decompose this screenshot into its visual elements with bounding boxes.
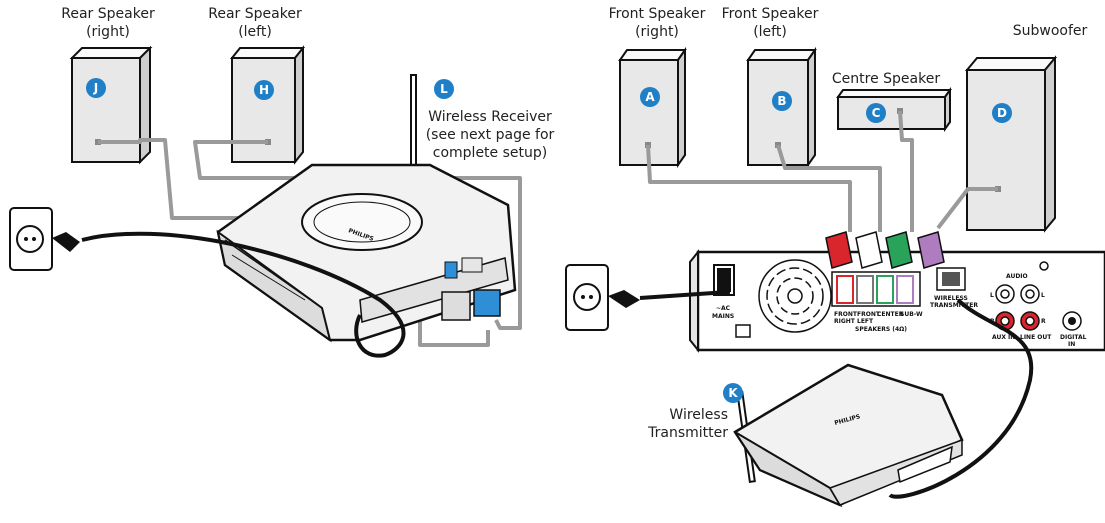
subwoofer bbox=[964, 55, 1058, 233]
ac-mains-label: ~AC bbox=[716, 305, 731, 312]
wireless-transmitter-label-line1: Wireless bbox=[669, 407, 728, 423]
transmitter-cable bbox=[888, 298, 1034, 499]
front-left-wire bbox=[776, 144, 882, 232]
front-speaker-left-label-line2: (left) bbox=[753, 24, 787, 40]
centre-speaker-label: Centre Speaker bbox=[831, 71, 941, 87]
badge-a-text: A bbox=[645, 90, 655, 104]
wall-socket-left bbox=[9, 207, 80, 271]
rear-speaker-right-label-line1: Rear Speaker bbox=[61, 6, 155, 22]
front-speaker-right bbox=[618, 46, 687, 169]
center-terminal-label: CENTER bbox=[877, 311, 904, 318]
wireless-port-label: WIRELESS bbox=[934, 295, 968, 302]
audio-l-label-left: L bbox=[990, 292, 994, 299]
rear-speaker-left-label-line2: (left) bbox=[238, 24, 272, 40]
wall-socket-right bbox=[565, 264, 640, 331]
audio-r-label-left: R bbox=[990, 318, 995, 325]
rear-speaker-right bbox=[69, 45, 153, 165]
sub-w-terminal-label: SUB-W bbox=[900, 311, 923, 318]
front-speaker-right-label: Front Speaker (right) bbox=[607, 5, 707, 41]
power-cable-right bbox=[639, 285, 730, 300]
rear-speaker-right-label: Rear Speaker (right) bbox=[58, 5, 158, 41]
wireless-transmitter-label: Wireless Transmitter bbox=[640, 406, 728, 442]
rear-speaker-left-label-line1: Rear Speaker bbox=[208, 6, 302, 22]
badge-l-text: L bbox=[440, 82, 448, 96]
subwoofer-wire bbox=[936, 187, 998, 230]
speaker-plugs bbox=[825, 231, 945, 269]
badge-j-text: J bbox=[93, 81, 98, 95]
rear-speaker-left-label: Rear Speaker (left) bbox=[205, 5, 305, 41]
ac-mains-label-2: MAINS bbox=[712, 313, 734, 320]
main-unit-back-panel bbox=[689, 249, 1105, 353]
front-left-terminal-label-2: LEFT bbox=[857, 318, 874, 325]
front-speaker-right-label-line1: Front Speaker bbox=[608, 6, 706, 22]
rear-speaker-left bbox=[229, 45, 306, 165]
rear-left-wire bbox=[193, 140, 522, 330]
front-left-terminal-label: FRONT bbox=[857, 311, 881, 318]
digital-in-label: DIGITAL bbox=[1060, 334, 1087, 341]
wireless-receiver-label-line1: Wireless Receiver bbox=[428, 109, 552, 125]
wireless-receiver-label-line3: complete setup) bbox=[432, 145, 548, 161]
power-cable-left bbox=[81, 231, 406, 358]
badge-k: K bbox=[723, 383, 743, 403]
line-out-label: LINE OUT bbox=[1020, 334, 1052, 341]
front-speaker-left-label: Front Speaker (left) bbox=[720, 5, 820, 41]
badge-c: C bbox=[866, 103, 886, 123]
badge-h: H bbox=[254, 80, 274, 100]
badge-c-text: C bbox=[872, 106, 881, 120]
badge-d-text: D bbox=[997, 106, 1007, 120]
audio-l-label: L bbox=[1041, 292, 1045, 299]
wireless-receiver-label-line2: (see next page for bbox=[425, 127, 555, 143]
badge-h-text: H bbox=[259, 83, 269, 97]
badge-b-text: B bbox=[777, 94, 786, 108]
centre-wire bbox=[898, 110, 914, 232]
wireless-receiver-label: Wireless Receiver (see next page for com… bbox=[420, 108, 560, 162]
wireless-transmitter-label-line2: Transmitter bbox=[648, 425, 728, 441]
speakers-label: SPEAKERS (4Ω) bbox=[855, 326, 907, 333]
badge-j: J bbox=[86, 78, 106, 98]
front-right-terminal-label: FRONT bbox=[834, 311, 858, 318]
centre-speaker bbox=[836, 86, 952, 133]
front-right-terminal-label-2: RIGHT bbox=[834, 318, 856, 325]
subwoofer-label: Subwoofer bbox=[1012, 23, 1088, 39]
badge-a: A bbox=[640, 87, 660, 107]
panel-labels: ~AC MAINS FRONT RIGHT FRONT LEFT CENTER … bbox=[712, 273, 1087, 348]
audio-r-label: R bbox=[1041, 318, 1046, 325]
rear-speaker-right-label-line2: (right) bbox=[86, 24, 130, 40]
wireless-transmitter: PHILIPS bbox=[733, 363, 964, 508]
audio-label: AUDIO bbox=[1006, 273, 1028, 280]
badge-l: L bbox=[434, 79, 454, 99]
aux-in-label: AUX IN bbox=[992, 334, 1015, 341]
badge-b: B bbox=[772, 91, 792, 111]
wireless-port-label-2: TRANSMITTER bbox=[930, 302, 978, 309]
front-speaker-left-label-line1: Front Speaker bbox=[721, 6, 819, 22]
front-right-wire bbox=[646, 144, 852, 232]
digital-in-label-2: IN bbox=[1068, 341, 1075, 348]
front-speaker-right-label-line2: (right) bbox=[635, 24, 679, 40]
wireless-receiver: PHILIPS bbox=[216, 74, 517, 343]
badge-d: D bbox=[992, 103, 1012, 123]
badge-k-text: K bbox=[728, 386, 738, 400]
